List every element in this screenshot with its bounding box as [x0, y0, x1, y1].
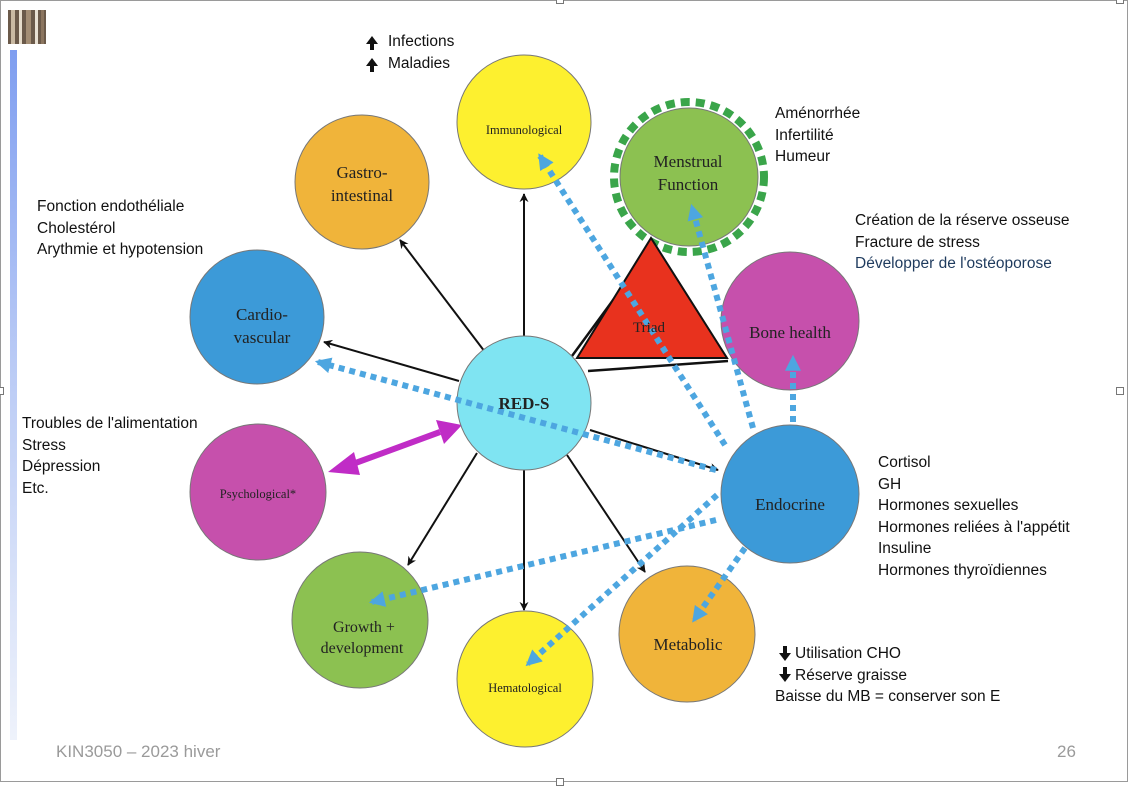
page-number: 26	[1057, 742, 1076, 761]
resize-handle-left[interactable]	[0, 387, 4, 395]
arrow-to-cardio	[323, 339, 460, 382]
menstrual-annotation-line: Humeur	[775, 148, 831, 165]
endocrine-annotation: Cortisol GH Hormones sexuelles Hormones …	[878, 452, 1070, 581]
psych-annotation-line: Dépression	[22, 458, 101, 475]
resize-handle-top[interactable]	[556, 0, 564, 4]
menstrual-node	[619, 107, 759, 247]
bone-annotation-line: Création de la réserve osseuse	[855, 212, 1070, 229]
endocrine-annotation-line: Hormones sexuelles	[878, 497, 1019, 514]
cardio-annotation-line: Fonction endothéliale	[37, 198, 185, 215]
arrow-to-gastro	[399, 239, 486, 353]
endocrine-annotation-line: Insuline	[878, 540, 932, 557]
bone-node	[720, 251, 860, 391]
metabolic-annotation-line: Réserve graisse	[795, 666, 907, 684]
bone-label: Bone health	[749, 323, 831, 342]
psych-annotation-line: Troubles de l'alimentation	[22, 415, 198, 432]
psych-node	[189, 423, 327, 561]
gastro-node	[294, 114, 430, 250]
red-s-label: RED-S	[498, 394, 549, 413]
triad-label: Triad	[633, 320, 665, 336]
red-s-center-node	[456, 335, 592, 471]
cardio-node	[189, 249, 325, 385]
hematological-node	[456, 610, 594, 748]
metabolic-annotation-line: Utilisation CHO	[795, 645, 901, 662]
endocrine-annotation-line: GH	[878, 475, 902, 493]
psych-annotation-line: Etc.	[22, 479, 49, 497]
hematological-label: Hematological	[488, 681, 562, 695]
psych-label: Psychological*	[220, 487, 296, 501]
psych-double-arrow	[328, 420, 462, 475]
down-arrow-icon	[779, 667, 791, 682]
gastro-label-line2: intestinal	[331, 186, 394, 205]
endocrine-node	[720, 424, 860, 564]
growth-label-line1: Growth +	[333, 619, 395, 636]
endocrine-annotation-line: Hormones thyroïdiennes	[878, 561, 1047, 579]
triad-triangle	[575, 236, 729, 359]
slide-thumbnail-icon	[8, 10, 46, 44]
bone-annotation: Création de la réserve osseuse Fracture …	[855, 210, 1070, 275]
menstrual-dotted-ring	[610, 98, 768, 256]
immuno-annotation-line: Maladies	[388, 54, 451, 72]
cardio-annotation-line: Arythmie et hypotension	[37, 241, 204, 258]
dotted-arrow-to-immunological	[537, 153, 728, 447]
line-to-triad-lower	[587, 359, 729, 373]
dotted-arrow-to-cardio	[314, 357, 717, 473]
menstrual-label-line2: Function	[658, 175, 719, 194]
cardio-label-line2: vascular	[234, 328, 291, 347]
up-arrow-icon	[366, 58, 378, 72]
dotted-arrow-to-menstrual	[687, 203, 756, 429]
dotted-arrow-to-metabolic	[691, 546, 748, 623]
growth-label-line2: development	[321, 640, 404, 657]
up-arrow-icon	[366, 36, 378, 50]
metabolic-label: Metabolic	[654, 635, 723, 654]
menstrual-annotation-line: Infertilité	[775, 126, 834, 144]
immunological-label: Immunological	[486, 123, 563, 137]
resize-handle-right[interactable]	[1116, 387, 1124, 395]
menstrual-annotation-line: Aménorrhée	[775, 105, 861, 122]
metabolic-annotation-line: Baisse du MB = conserver son E	[775, 688, 1001, 705]
arrow-to-metabolic	[566, 454, 646, 573]
endocrine-annotation-line: Cortisol	[878, 454, 931, 471]
accent-bar	[10, 50, 17, 740]
bone-annotation-line: Fracture de stress	[855, 233, 980, 251]
immunological-node	[456, 54, 592, 190]
arrow-to-growth	[407, 452, 478, 566]
metabolic-annotation: Utilisation CHO Réserve graisse Baisse d…	[775, 643, 1000, 708]
growth-node	[291, 551, 429, 689]
metabolic-node	[618, 565, 756, 703]
footer-course-label: KIN3050 – 2023 hiver	[56, 742, 221, 761]
menstrual-label-line1: Menstrual	[654, 152, 723, 171]
immuno-annotation-line: Infections	[388, 33, 455, 50]
bone-annotation-line: Développer de l'ostéoporose	[855, 255, 1052, 272]
cardio-annotation-line: Cholestérol	[37, 219, 116, 237]
dotted-arrow-to-growth	[368, 517, 717, 607]
arrow-to-endocrine	[589, 429, 719, 472]
gastro-label-line1: Gastro-	[337, 163, 388, 182]
dotted-arrow-to-hematological	[525, 492, 719, 667]
immuno-annotation: Infections Maladies	[388, 31, 454, 74]
psych-annotation: Troubles de l'alimentation Stress Dépres…	[22, 413, 198, 499]
menstrual-annotation: Aménorrhée Infertilité Humeur	[775, 103, 860, 168]
resize-handle-top-right[interactable]	[1116, 0, 1124, 4]
psych-annotation-line: Stress	[22, 436, 66, 454]
cardio-annotation: Fonction endothéliale Cholestérol Arythm…	[37, 196, 203, 261]
down-arrow-icon	[779, 646, 791, 661]
endocrine-annotation-line: Hormones reliées à l'appétit	[878, 518, 1070, 536]
endocrine-label: Endocrine	[755, 495, 825, 514]
cardio-label-line1: Cardio-	[236, 305, 288, 324]
